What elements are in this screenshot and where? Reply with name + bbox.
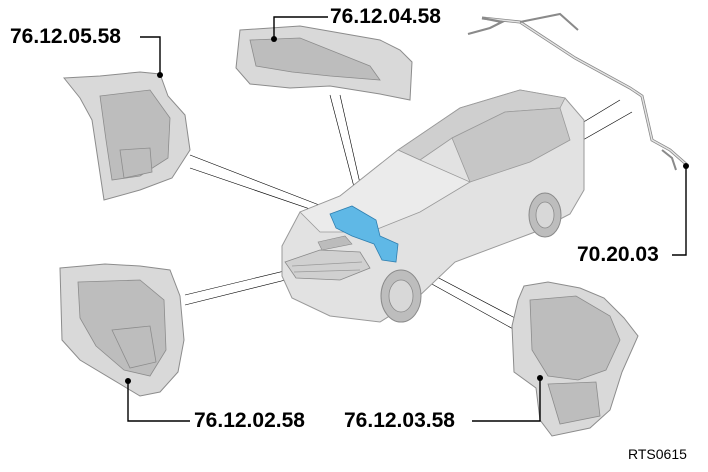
part-bottom-left-liner (59, 263, 185, 397)
drawing-reference: RTS0615 (628, 446, 687, 462)
part-code-label: 76.12.04.58 (330, 5, 441, 28)
highlighted-washer-reservoir (329, 205, 399, 263)
part-code-label: 70.20.03 (577, 243, 659, 266)
vehicle-illustration (281, 89, 585, 323)
callout-leaders (125, 16, 689, 422)
part-bottom-right-reservoir (511, 281, 639, 437)
part-washer-hose (467, 12, 687, 171)
part-top-center-shield (235, 25, 413, 101)
part-code-label: 76.12.02.58 (194, 409, 305, 432)
part-code-label: 76.12.03.58 (344, 409, 455, 432)
part-code-label: 76.12.05.58 (10, 25, 121, 48)
part-top-left-liner (63, 71, 191, 201)
